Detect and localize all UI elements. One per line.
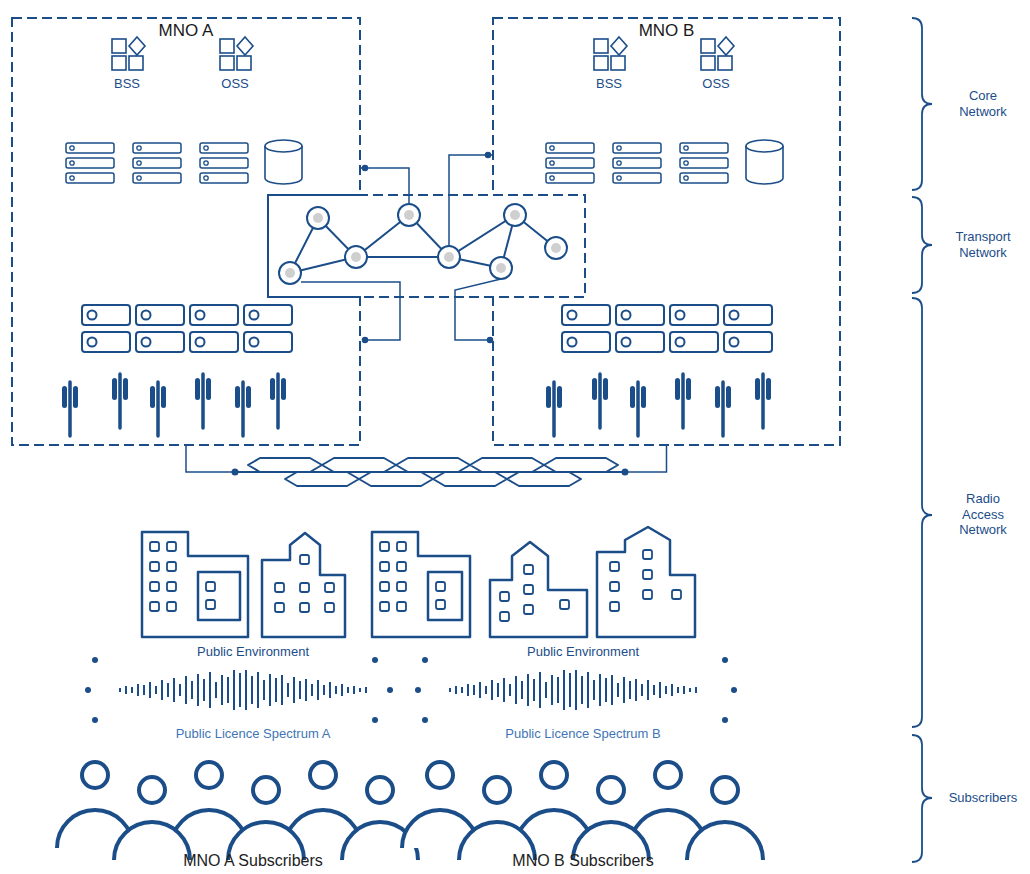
- subscriber-label: MNO B Subscribers: [453, 851, 713, 870]
- transport-mesh: [279, 204, 567, 284]
- subscriber-figures: [57, 762, 763, 860]
- region-outline: [12, 18, 360, 445]
- system-icons: [112, 37, 734, 70]
- region-title: MNO A: [12, 18, 360, 41]
- system-label: OSS: [691, 76, 741, 92]
- layer-label: Transport Network: [948, 229, 1018, 260]
- layer-label: Radio Access Network: [948, 491, 1018, 538]
- environment-label: Public Environment: [153, 644, 353, 660]
- region-title: MNO B: [493, 18, 840, 41]
- spectrum-label: Public Licence Spectrum B: [463, 726, 703, 742]
- layer-label: Core Network: [948, 88, 1018, 119]
- operator-region: MNO A: [12, 18, 360, 445]
- transport-wires: [301, 153, 501, 343]
- ran-link: [186, 445, 667, 472]
- spectrum-waves: [85, 657, 737, 723]
- layer-label: Subscribers: [943, 790, 1023, 806]
- system-label: BSS: [102, 76, 152, 92]
- database-cylinders: [265, 140, 783, 184]
- ran-servers: [82, 305, 772, 352]
- spectrum-label: Public Licence Spectrum A: [133, 726, 373, 742]
- environment-label: Public Environment: [483, 644, 683, 660]
- system-label: OSS: [210, 76, 260, 92]
- system-label: BSS: [584, 76, 634, 92]
- buildings: [142, 527, 695, 637]
- antennas: [62, 374, 771, 436]
- operator-region: MNO B: [493, 18, 840, 445]
- region-outline: [493, 18, 840, 445]
- layer-brackets: [912, 18, 932, 862]
- core-servers: [66, 143, 728, 183]
- subscriber-label: MNO A Subscribers: [123, 851, 383, 870]
